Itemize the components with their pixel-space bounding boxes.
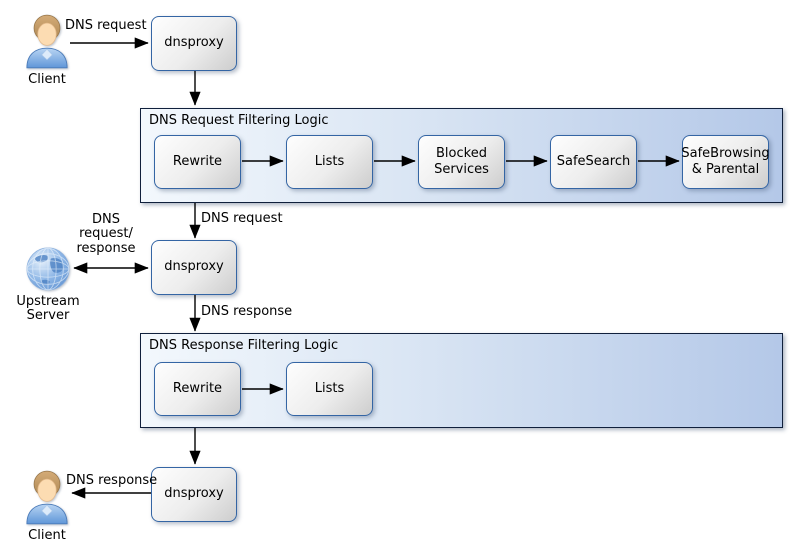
client-top-label: Client: [28, 72, 66, 87]
dnsproxy-bottom-label: dnsproxy: [164, 486, 224, 502]
response-filter-container: DNS Response Filtering Logic Rewrite Lis…: [140, 333, 783, 428]
step-lists-response: Lists: [286, 362, 373, 416]
step-rewrite-response-label: Rewrite: [172, 380, 223, 396]
edge-label-dns-request-middle: DNS request: [201, 211, 283, 226]
step-rewrite-response: Rewrite: [154, 362, 241, 416]
step-blocked-services-label: Blocked Services: [434, 145, 489, 177]
response-filter-title: DNS Response Filtering Logic: [149, 338, 339, 353]
request-filter-container: DNS Request Filtering Logic Rewrite List…: [140, 108, 783, 203]
step-safebrowsing-parental-label: SafeBrowsing & Parental: [681, 145, 770, 177]
client-top: Client: [15, 12, 79, 87]
upstream-server: Upstream Server: [16, 246, 80, 324]
step-safebrowsing-parental: SafeBrowsing & Parental: [681, 135, 770, 189]
edge-label-upstream-exchange: DNS request/ response: [76, 212, 136, 256]
client-bottom: Client: [15, 468, 79, 543]
dnsproxy-top-label: dnsproxy: [164, 35, 224, 51]
upstream-server-label: Upstream Server: [16, 294, 80, 324]
edge-label-dns-request-top: DNS request: [65, 18, 147, 33]
person-icon: [26, 470, 68, 525]
edge-label-dns-response-middle: DNS response: [201, 304, 293, 319]
dnsproxy-middle-label: dnsproxy: [164, 259, 224, 275]
request-filter-title: DNS Request Filtering Logic: [149, 113, 329, 128]
person-icon: [26, 14, 68, 69]
dnsproxy-middle-node: dnsproxy: [151, 240, 237, 295]
step-safesearch: SafeSearch: [550, 135, 637, 189]
dnsproxy-top-node: dnsproxy: [151, 16, 237, 71]
step-rewrite-request-label: Rewrite: [172, 153, 223, 169]
step-lists-response-label: Lists: [314, 380, 345, 396]
step-rewrite-request: Rewrite: [154, 135, 241, 189]
client-bottom-label: Client: [28, 528, 66, 543]
step-lists-request: Lists: [286, 135, 373, 189]
dnsproxy-bottom-node: dnsproxy: [151, 467, 237, 522]
step-blocked-services: Blocked Services: [418, 135, 505, 189]
edge-label-dns-response-bottom: DNS response: [66, 473, 158, 488]
step-lists-request-label: Lists: [314, 153, 345, 169]
globe-icon: [26, 247, 70, 291]
step-safesearch-label: SafeSearch: [556, 153, 631, 169]
